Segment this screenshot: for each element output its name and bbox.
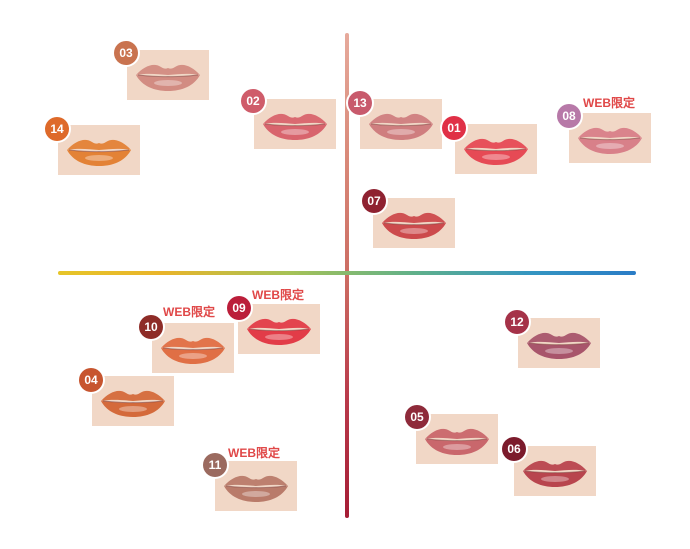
lips-icon <box>382 212 446 239</box>
lips-icon <box>578 127 642 154</box>
lip-swatch-14 <box>58 125 140 175</box>
lip-swatch-04 <box>92 376 174 426</box>
web-limited-tag: WEB限定 <box>252 288 304 302</box>
lips-icon <box>527 332 591 359</box>
lips-icon <box>523 460 587 487</box>
lips-icon <box>247 318 311 345</box>
lips-icon <box>224 475 288 502</box>
shade-number-badge: 12 <box>505 310 529 334</box>
shade-number-badge: 11 <box>203 453 227 477</box>
lips-icon <box>136 64 200 91</box>
shade-number-badge: 05 <box>405 405 429 429</box>
lips-icon <box>101 390 165 417</box>
lip-swatch-11 <box>215 461 297 511</box>
lips-icon <box>425 428 489 455</box>
web-limited-tag: WEB限定 <box>163 305 215 319</box>
lip-swatch-10 <box>152 323 234 373</box>
lip-swatch-08 <box>569 113 651 163</box>
lips-icon <box>67 139 131 166</box>
lip-swatch-09 <box>238 304 320 354</box>
shade-number-badge: 10 <box>139 315 163 339</box>
vertical-axis <box>345 33 349 518</box>
web-limited-tag: WEB限定 <box>228 446 280 460</box>
shade-number-badge: 04 <box>79 368 103 392</box>
shade-number-badge: 03 <box>114 41 138 65</box>
shade-number-badge: 13 <box>348 91 372 115</box>
lips-icon <box>263 113 327 140</box>
lip-swatch-02 <box>254 99 336 149</box>
lips-icon <box>369 113 433 140</box>
horizontal-axis <box>58 271 636 275</box>
shade-number-badge: 01 <box>442 116 466 140</box>
lip-swatch-13 <box>360 99 442 149</box>
lip-swatch-03 <box>127 50 209 100</box>
lips-icon <box>464 138 528 165</box>
shade-number-badge: 06 <box>502 437 526 461</box>
shade-number-badge: 09 <box>227 296 251 320</box>
lip-swatch-06 <box>514 446 596 496</box>
lip-swatch-05 <box>416 414 498 464</box>
web-limited-tag: WEB限定 <box>583 96 635 110</box>
shade-number-badge: 02 <box>241 89 265 113</box>
lips-icon <box>161 337 225 364</box>
shade-number-badge: 07 <box>362 189 386 213</box>
lip-swatch-12 <box>518 318 600 368</box>
lip-swatch-07 <box>373 198 455 248</box>
shade-number-badge: 14 <box>45 117 69 141</box>
shade-number-badge: 08 <box>557 104 581 128</box>
lip-swatch-01 <box>455 124 537 174</box>
